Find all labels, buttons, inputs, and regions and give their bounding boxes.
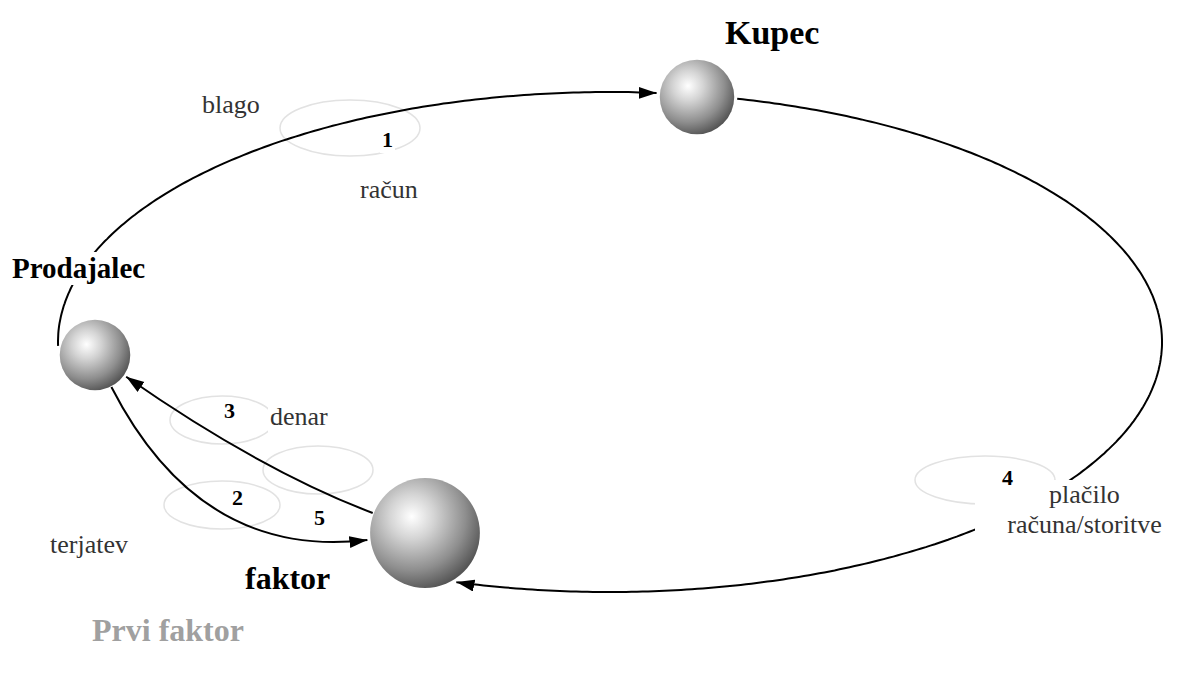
flow-label: Prvi faktor — [90, 612, 246, 649]
step-number-holder: 1 — [380, 127, 395, 153]
step-number: 4 — [1000, 465, 1015, 491]
party-sphere: faktor — [369, 477, 481, 589]
flow-label: račun — [358, 175, 420, 205]
step-number: 2 — [230, 485, 245, 511]
flow-connector — [111, 387, 367, 542]
pale-oval — [280, 100, 420, 156]
party-name-holder: faktor — [243, 560, 332, 597]
step-number: 3 — [222, 398, 237, 424]
flow-label-holder: račun — [358, 175, 420, 205]
party-sphere: Prodajalec — [59, 319, 131, 391]
sphere-shape — [369, 477, 481, 589]
flow-connector — [126, 377, 373, 513]
party-name-holder: Prodajalec — [10, 252, 147, 285]
sphere-body — [660, 60, 734, 134]
party-name: Kupec — [723, 14, 821, 52]
flow-label: terjatev — [48, 530, 130, 560]
flow-label-holder: blago — [200, 90, 262, 120]
party-sphere: Kupec — [659, 59, 735, 135]
party-name: faktor — [243, 560, 332, 597]
callout-number: 5 — [312, 505, 327, 531]
flow-label: blago — [200, 90, 262, 120]
flow-label-holder: Prvi faktor — [90, 612, 246, 649]
step-number-holder: 3 — [222, 398, 237, 424]
flow-label: denar — [268, 402, 330, 432]
sphere-shape — [59, 319, 131, 391]
sphere-shape — [659, 59, 735, 135]
callout-number-holder: 5 — [312, 505, 327, 531]
flow-connector — [58, 92, 657, 346]
pale-oval — [170, 396, 274, 444]
sphere-body — [60, 320, 131, 391]
party-name-holder: Kupec — [723, 14, 821, 52]
step-number-holder: 2 — [230, 485, 245, 511]
step-number: 1 — [380, 127, 395, 153]
pale-oval — [164, 481, 280, 529]
sphere-body — [370, 478, 480, 588]
flow-label-holder: denar — [268, 402, 330, 432]
party-name: Prodajalec — [10, 252, 147, 285]
flow-label-holder: terjatev — [48, 530, 130, 560]
step-number-holder: 4 — [1000, 465, 1015, 491]
